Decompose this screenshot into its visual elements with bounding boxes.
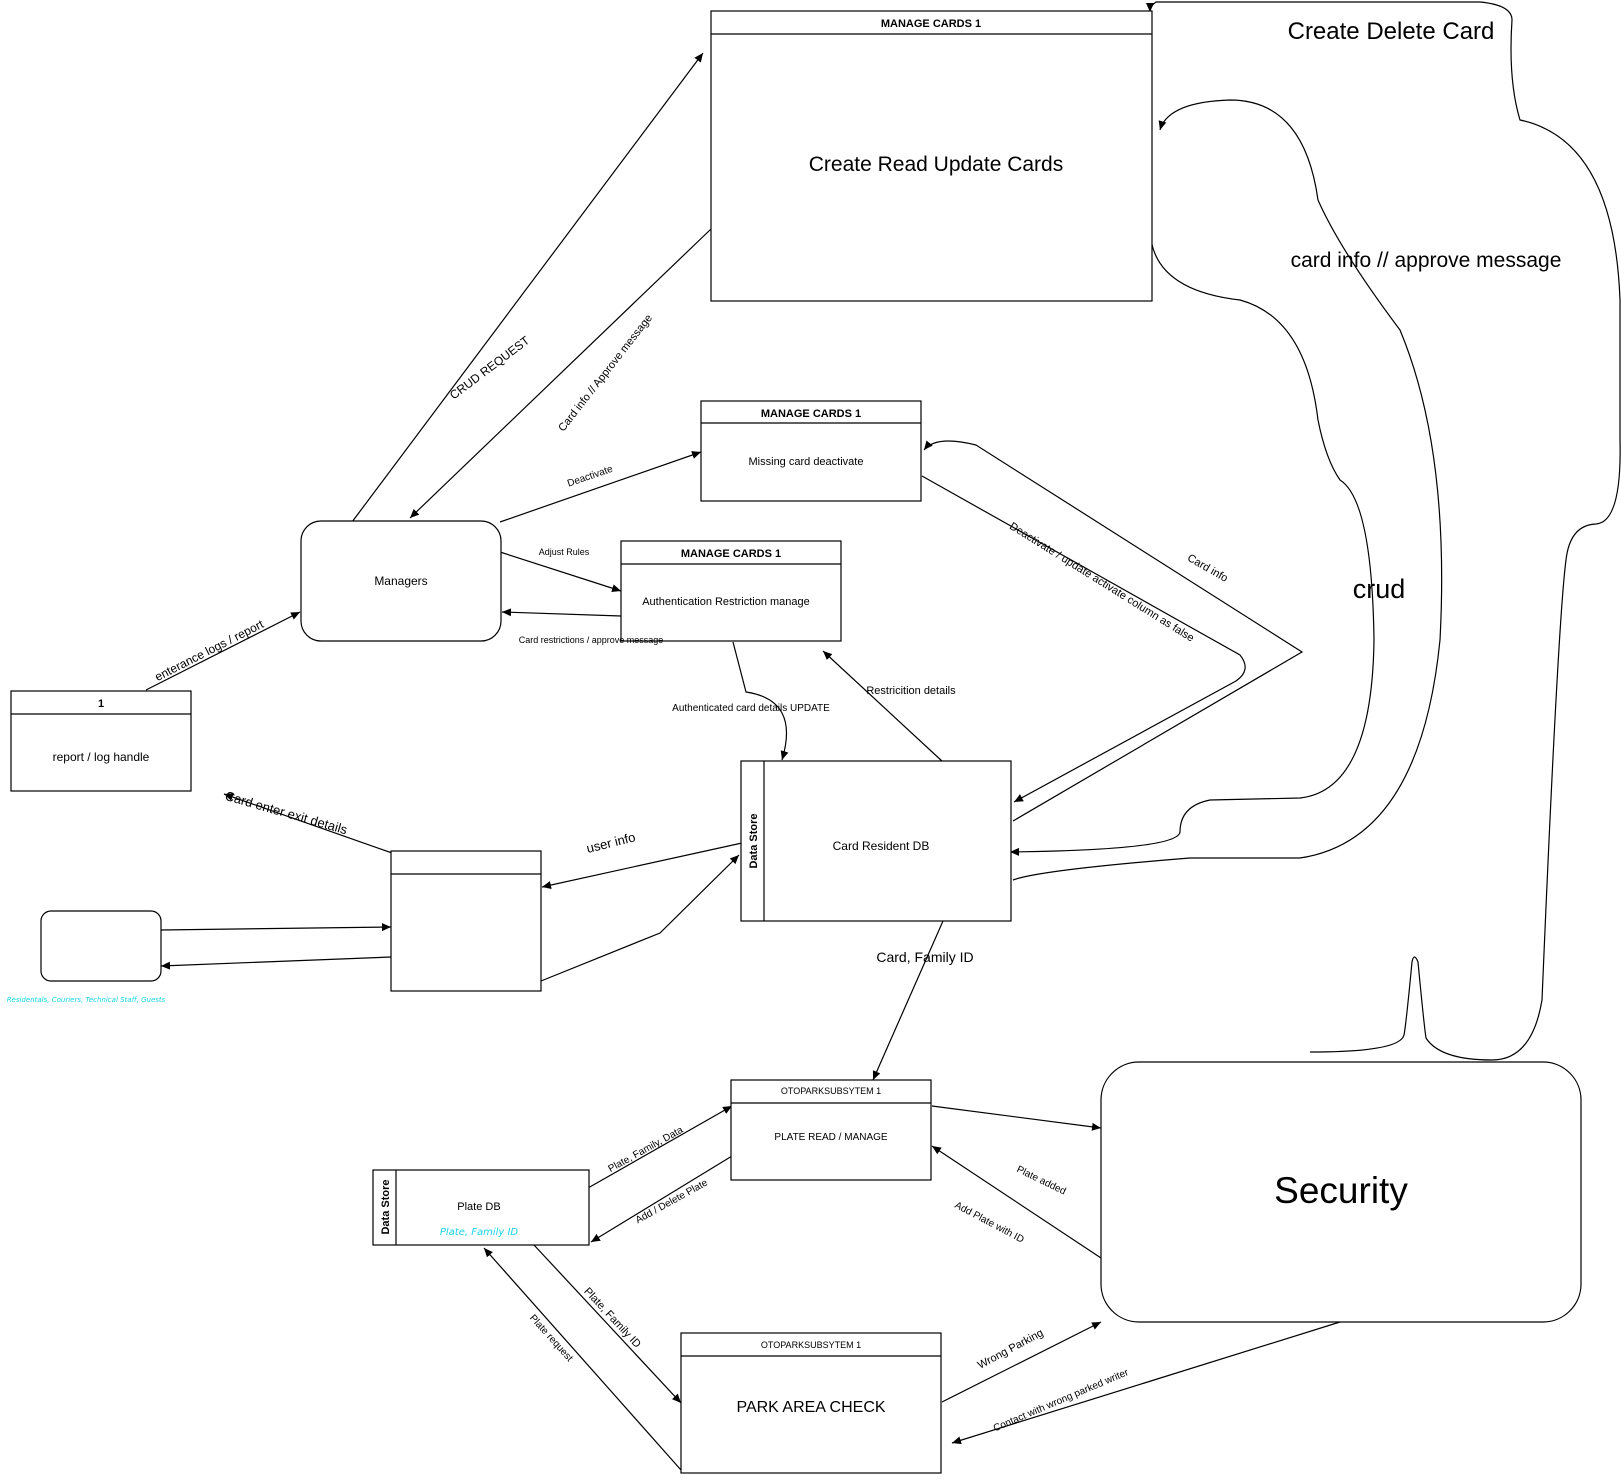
auth-restriction-process[interactable]: MANAGE CARDS 1 Authentication Restrictio… — [620, 540, 842, 642]
card-resident-db-label: Card Resident DB — [833, 839, 930, 853]
card-resident-db-side: Data Store — [748, 813, 760, 868]
flow-reader-to-db — [540, 854, 740, 982]
flow-card-info-approve-message — [1009, 229, 1375, 856]
card-reader-process[interactable] — [390, 850, 542, 992]
flow-adjust-rules — [499, 551, 622, 593]
card-resident-db[interactable]: Data Store Card Resident DB — [740, 760, 1012, 922]
flow-user-info — [541, 842, 743, 889]
label-plate-family-id: Plate, Family ID — [581, 1285, 643, 1350]
label-adjust-rules: Adjust Rules — [539, 547, 590, 557]
auth-restriction-header: MANAGE CARDS 1 — [681, 548, 781, 560]
label-auth-card-update: Authenticated card details UPDATE — [672, 703, 830, 714]
flow-restriction-details — [822, 650, 944, 763]
label-crud: crud — [1353, 574, 1406, 604]
plate-db-side: Data Store — [380, 1179, 392, 1234]
plate-read-header: OTOPARKSUBSYTEM 1 — [781, 1086, 881, 1096]
flow-deactivate — [499, 451, 702, 523]
park-area-process[interactable]: OTOPARKSUBSYTEM 1 PARK AREA CHECK — [680, 1332, 942, 1474]
flow-add-plate-with-id — [931, 1145, 1102, 1259]
flow-deactivate-update — [921, 475, 1246, 803]
managers-label: Managers — [374, 574, 427, 588]
flow-entrance-logs — [145, 611, 301, 691]
label-contact-wrong: Contact with wrong parked writer — [992, 1367, 1131, 1434]
report-log-process[interactable]: 1 report / log handle — [10, 690, 192, 792]
flow-card-info-approve — [409, 228, 712, 519]
flow-wrong-parking — [941, 1321, 1102, 1403]
external-entity-caption: Residentals, Couriers, Technical Staff, … — [7, 996, 166, 1004]
report-log-header: 1 — [98, 698, 104, 710]
manage-cards-top[interactable]: MANAGE CARDS 1 Create Read Update Cards — [710, 10, 1153, 302]
report-log-body: report / log handle — [53, 750, 150, 764]
label-deactivate: Deactivate — [566, 464, 615, 490]
flow-crud-request — [351, 52, 704, 523]
auth-restriction-body: Authentication Restriction manage — [642, 596, 810, 608]
label-card-restrictions: Card restrictions / approve message — [519, 635, 664, 645]
flow-card-restrictions — [501, 608, 622, 617]
park-area-body: PARK AREA CHECK — [736, 1399, 885, 1416]
flow-entity-to-reader — [160, 923, 392, 932]
label-crud-request: CRUD REQUEST — [447, 333, 533, 402]
plate-read-process[interactable]: OTOPARKSUBSYTEM 1 PLATE READ / MANAGE — [730, 1079, 932, 1181]
flow-card-enter-exit — [223, 793, 393, 854]
flow-plate-to-security — [931, 1105, 1102, 1131]
managers-entity[interactable]: Managers — [300, 520, 502, 642]
label-add-plate-id: Add Plate with ID — [953, 1200, 1026, 1246]
plate-read-body: PLATE READ / MANAGE — [774, 1132, 888, 1143]
missing-card-header: MANAGE CARDS 1 — [761, 408, 861, 420]
flow-create-delete-card — [1146, 1, 1621, 1061]
connectors — [145, 1, 1621, 1471]
label-restriction-details: Restricition details — [866, 685, 956, 697]
label-card-info-approve-message: card info // approve message — [1291, 249, 1562, 272]
flow-card-family-id — [872, 920, 944, 1081]
label-plate-family-data: Plate, Family, Data — [607, 1124, 686, 1174]
manage-cards-top-header: MANAGE CARDS 1 — [881, 18, 981, 30]
label-add-delete-plate: Add / Delete Plate — [634, 1177, 710, 1226]
missing-card-body: Missing card deactivate — [749, 456, 864, 468]
flow-reader-to-entity — [160, 956, 392, 970]
plate-db-label: Plate DB — [457, 1201, 500, 1213]
label-wrong-parking: Wrong Parking — [976, 1327, 1046, 1372]
plate-db[interactable]: Data Store Plate DB Plate, Family ID — [372, 1169, 590, 1246]
security-label: Security — [1274, 1170, 1408, 1211]
flow-contact-wrong — [951, 1321, 1341, 1445]
external-entity[interactable]: Residentals, Couriers, Technical Staff, … — [7, 910, 166, 1004]
label-deactivate-update: Deactivate / update activate column as f… — [1007, 520, 1196, 644]
flow-plate-family-id — [533, 1244, 682, 1404]
label-card-info: Card info — [1185, 552, 1230, 585]
missing-card-process[interactable]: MANAGE CARDS 1 Missing card deactivate — [700, 400, 922, 502]
label-card-family-id: Card, Family ID — [876, 949, 973, 965]
label-card-enter-exit: Card enter exit details — [223, 788, 349, 837]
flow-plate-family-data — [587, 1105, 733, 1189]
flow-auth-card-update — [732, 641, 789, 761]
flow-card-info — [923, 440, 1304, 822]
label-plate-request: Plate request — [527, 1313, 575, 1364]
manage-cards-top-body: Create Read Update Cards — [809, 153, 1063, 176]
park-area-header: OTOPARKSUBSYTEM 1 — [761, 1340, 861, 1350]
flow-plate-request — [483, 1247, 682, 1471]
label-create-delete-card: Create Delete Card — [1288, 18, 1495, 45]
security-entity[interactable]: Security — [1100, 1061, 1582, 1323]
label-user-info: user info — [585, 829, 637, 856]
flow-add-delete-plate — [590, 1155, 733, 1243]
label-plate-added: Plate added — [1015, 1164, 1068, 1197]
flow-crud — [1012, 99, 1443, 881]
label-entrance-logs: enterance logs / report — [153, 617, 267, 684]
plate-db-fields: Plate, Family ID — [440, 1227, 519, 1238]
